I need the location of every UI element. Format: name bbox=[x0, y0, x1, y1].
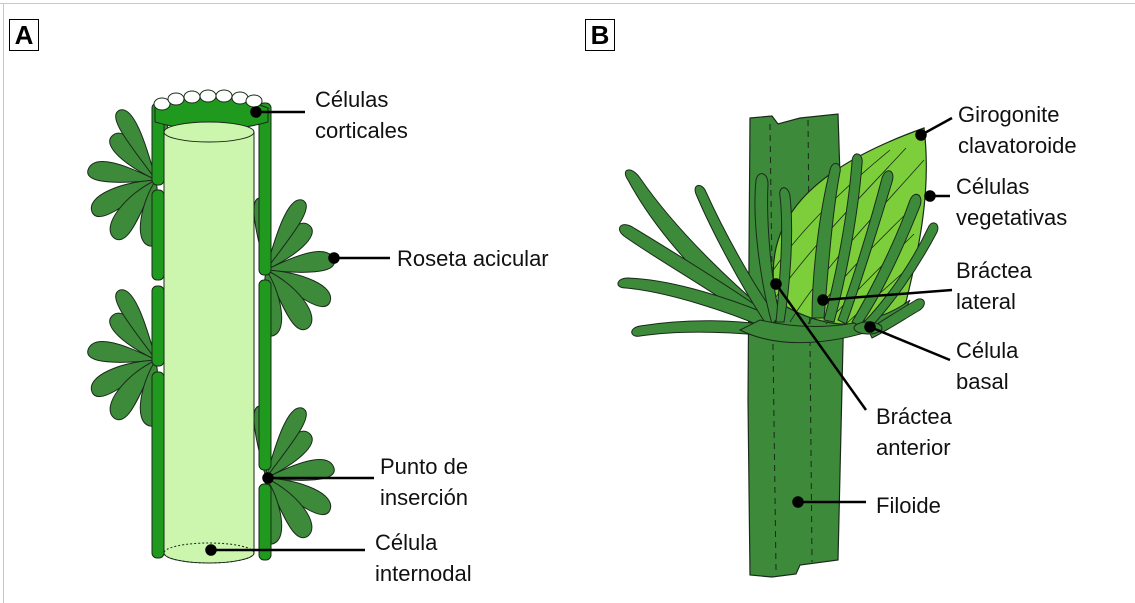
label-celula-basal-line1: Célula bbox=[956, 335, 1018, 366]
label-celula-basal: Célula basal bbox=[956, 335, 1018, 397]
label-filoide-line1: Filoide bbox=[876, 490, 941, 521]
label-celula-internodal: Célula internodal bbox=[375, 527, 472, 589]
label-celulas-corticales-line1: Células bbox=[315, 84, 408, 115]
internodal-cell bbox=[164, 132, 254, 563]
cortical-cells-right bbox=[259, 103, 271, 560]
label-filoide: Filoide bbox=[876, 490, 941, 521]
label-bractea-lateral-line1: Bráctea bbox=[956, 255, 1032, 286]
internodal-top bbox=[164, 122, 254, 142]
label-girogonite: Girogonite clavatoroide bbox=[958, 99, 1077, 161]
label-celulas-corticales-line2: corticales bbox=[315, 115, 408, 146]
cortical-cells-left bbox=[152, 103, 164, 558]
label-bractea-lateral-line2: lateral bbox=[956, 286, 1032, 317]
label-bractea-lateral: Bráctea lateral bbox=[956, 255, 1032, 317]
label-celula-basal-line2: basal bbox=[956, 366, 1018, 397]
label-roseta-acicular-line1: Roseta acicular bbox=[397, 243, 549, 274]
label-celula-internodal-line1: Célula bbox=[375, 527, 472, 558]
leaf-fan-left bbox=[618, 170, 792, 340]
label-celulas-vegetativas: Células vegetativas bbox=[956, 171, 1067, 233]
label-celulas-vegetativas-line2: vegetativas bbox=[956, 202, 1067, 233]
label-girogonite-line1: Girogonite bbox=[958, 99, 1077, 130]
label-celulas-vegetativas-line1: Células bbox=[956, 171, 1067, 202]
label-punto-insercion-line1: Punto de bbox=[380, 451, 468, 482]
label-girogonite-line2: clavatoroide bbox=[958, 130, 1077, 161]
label-punto-insercion: Punto de inserción bbox=[380, 451, 468, 513]
label-celula-internodal-line2: internodal bbox=[375, 558, 472, 589]
label-bractea-anterior: Bráctea anterior bbox=[876, 401, 952, 463]
label-celulas-corticales: Células corticales bbox=[315, 84, 408, 146]
label-bractea-anterior-line2: anterior bbox=[876, 432, 952, 463]
label-bractea-anterior-line1: Bráctea bbox=[876, 401, 952, 432]
label-punto-insercion-line2: inserción bbox=[380, 482, 468, 513]
panel-a-drawing bbox=[88, 90, 390, 563]
label-roseta-acicular: Roseta acicular bbox=[397, 243, 549, 274]
